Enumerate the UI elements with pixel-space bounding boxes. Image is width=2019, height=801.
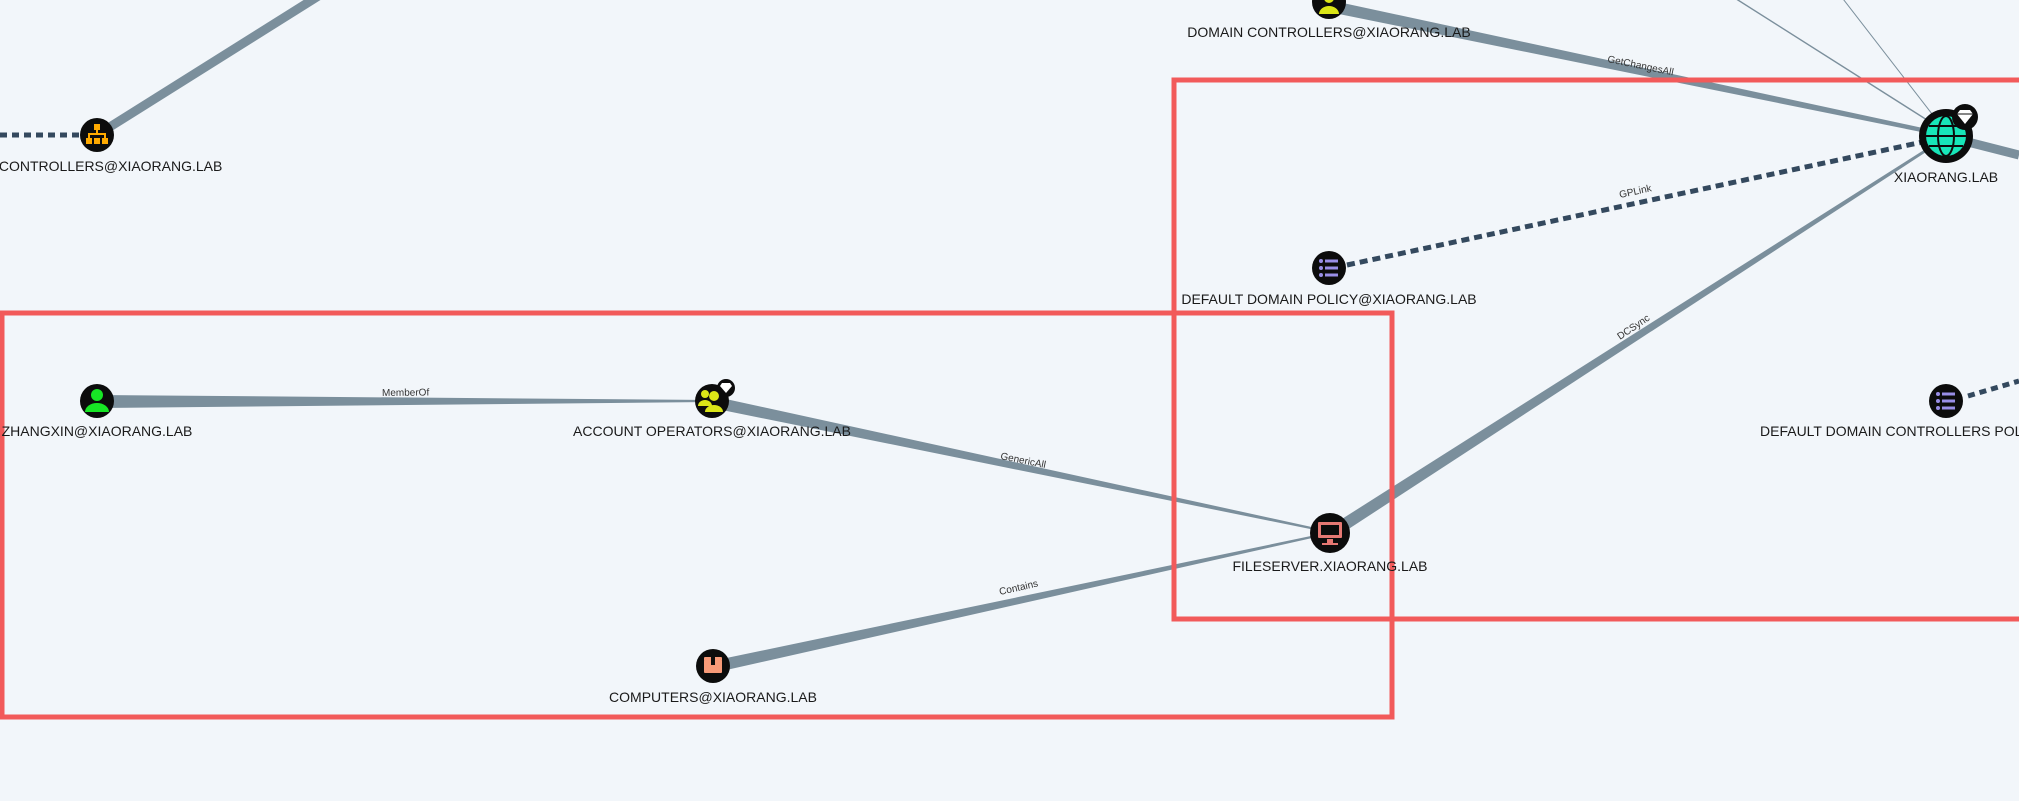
box-icon [704,657,722,673]
node-label: ZHANGXIN@XIAORANG.LAB [2,423,193,439]
edge-top-right-2[interactable] [1840,0,1947,133]
node-label: XIAORANG.LAB [1894,169,1998,185]
user-icon [85,389,109,412]
highlight-box-right [1171,77,2019,622]
node-label: ACCOUNT OPERATORS@XIAORANG.LAB [573,423,851,439]
edge-getchangesall[interactable] [1329,0,1946,137]
node-label: DOMAIN CONTROLLERS@XIAORANG.LAB [1187,24,1470,40]
edge-top-right-1[interactable] [1730,0,1947,133]
edge-contains[interactable] [712,532,1330,673]
edge-memberof[interactable] [97,395,712,408]
list-icon [1319,259,1338,277]
node-computers-container[interactable]: COMPUTERS@XIAORANG.LAB [609,649,817,705]
node-account-operators[interactable]: ACCOUNT OPERATORS@XIAORANG.LAB [573,379,851,439]
node-fileserver[interactable]: FILESERVER.XIAORANG.LAB [1232,513,1428,574]
group-icon [1319,0,1339,14]
edge-gplink-line[interactable] [1346,134,1947,268]
node-default-domain-policy[interactable]: DEFAULT DOMAIN POLICY@XIAORANG.LAB [1181,251,1477,307]
node-label: DEFAULT DOMAIN CONTROLLERS POLICY [1760,423,2019,439]
list-icon [1936,392,1955,410]
node-domain-xiaorang[interactable]: XIAORANG.LAB [1894,104,1998,185]
diamond-icon [717,379,735,397]
node-user-zhangxin[interactable]: ZHANGXIN@XIAORANG.LAB [2,384,193,439]
ou-icon [86,124,108,144]
group-icon [698,390,723,412]
computer-icon [1318,522,1342,545]
node-label: DEFAULT DOMAIN POLICY@XIAORANG.LAB [1181,291,1476,307]
node-domain-controllers-group[interactable]: DOMAIN CONTROLLERS@XIAORANG.LAB [1187,0,1471,40]
edge-label-gplink: GPLink [1618,183,1653,201]
edge-dashed-right[interactable] [1967,378,2019,399]
edge-dcsync[interactable] [1334,136,1946,532]
edge-label-memberof: MemberOf [382,388,430,399]
node-label: FILESERVER.XIAORANG.LAB [1232,558,1427,574]
highlight-box-left [0,310,1395,720]
node-default-domain-controllers-policy[interactable]: DEFAULT DOMAIN CONTROLLERS POLICY [1760,384,2019,439]
node-label: COMPUTERS@XIAORANG.LAB [609,689,817,705]
edge-top-left[interactable] [94,0,321,139]
diamond-icon [1952,104,1978,130]
node-label: AIN CONTROLLERS@XIAORANG.LAB [0,158,222,174]
node-domain-controllers-ou[interactable]: AIN CONTROLLERS@XIAORANG.LAB [0,118,222,174]
